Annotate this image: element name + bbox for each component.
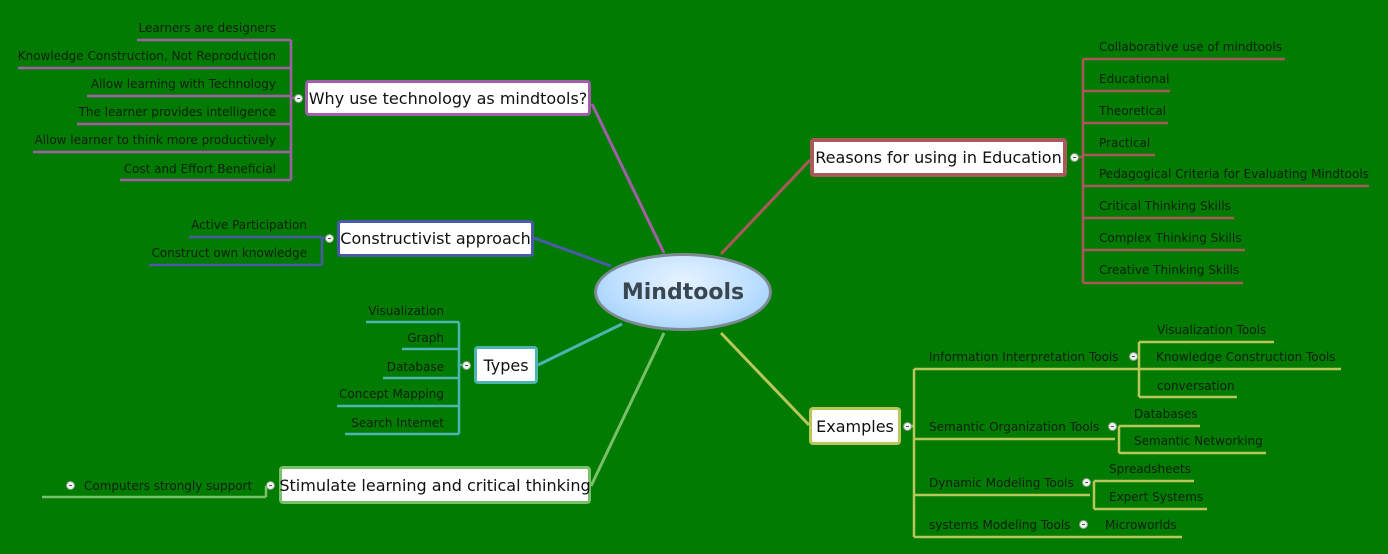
subtopic-construct-own-knowledge[interactable]: Construct own knowledge (151, 246, 307, 260)
collapse-toggle-icon[interactable] (266, 481, 275, 490)
subtopic-database[interactable]: Database (386, 360, 444, 374)
leaf-semantic-networking[interactable]: Semantic Networking (1134, 434, 1263, 448)
subtopic-information-interpretation-tools[interactable]: Information Interpretation Tools (929, 350, 1119, 364)
subtopic-allow-learning-with-technology[interactable]: Allow learning with Technology (90, 77, 276, 91)
leaf-databases[interactable]: Databases (1134, 407, 1198, 421)
leaf-spreadsheets[interactable]: Spreadsheets (1109, 462, 1191, 476)
collapse-toggle-icon[interactable] (1082, 478, 1091, 487)
leaf-conversation[interactable]: conversation (1157, 379, 1235, 393)
subtopic-graph[interactable]: Graph (407, 331, 444, 345)
subtopic-creative-thinking-skills[interactable]: Creative Thinking Skills (1099, 263, 1240, 277)
collapse-toggle-icon[interactable] (1108, 422, 1117, 431)
subtopic-learners-are-designers[interactable]: Learners are designers (138, 21, 276, 35)
subtopic-dynamic-modeling-tools[interactable]: Dynamic Modeling Tools (929, 476, 1074, 490)
subtopic-concept-mapping[interactable]: Concept Mapping (339, 387, 444, 401)
subtopic-pedagogical-criteria[interactable]: Pedagogical Criteria for Evaluating Mind… (1099, 167, 1369, 181)
subtopic-collaborative-use[interactable]: Collaborative use of mindtools (1099, 40, 1282, 54)
subtopic-educational[interactable]: Educational (1099, 72, 1170, 86)
connector-line (537, 322, 623, 367)
topic-stimulate-learning[interactable]: Stimulate learning and critical thinking (279, 466, 591, 504)
topic-why-use-technology[interactable]: Why use technology as mindtools? (305, 80, 591, 116)
topic-types[interactable]: Types (474, 346, 538, 384)
subtopic-knowledge-construction[interactable]: Knowledge Construction, Not Reproduction (17, 49, 276, 63)
collapse-toggle-icon[interactable] (903, 422, 912, 431)
connector-line (589, 332, 666, 487)
connector-line (590, 103, 666, 254)
subtopic-systems-modeling-tools[interactable]: systems Modeling Tools (929, 518, 1071, 532)
collapse-toggle-icon[interactable] (294, 94, 303, 103)
topic-reasons-for-using[interactable]: Reasons for using in Education (810, 138, 1067, 177)
subtopic-think-more-productively[interactable]: Allow learner to think more productively (34, 133, 276, 147)
subtopic-cost-and-effort[interactable]: Cost and Effort Beneficial (123, 162, 276, 176)
leaf-visualization-tools[interactable]: Visualization Tools (1157, 323, 1267, 337)
subtopic-practical[interactable]: Practical (1099, 136, 1151, 150)
subtopic-complex-thinking-skills[interactable]: Complex Thinking Skills (1099, 231, 1242, 245)
subtopic-visualization[interactable]: Visualization (368, 304, 444, 318)
leaf-expert-systems[interactable]: Expert Systems (1109, 490, 1204, 504)
collapse-toggle-icon[interactable] (325, 234, 334, 243)
topic-constructivist-approach[interactable]: Constructivist approach (337, 220, 534, 257)
connector-line (719, 331, 811, 427)
leaf-knowledge-construction-tools[interactable]: Knowledge Construction Tools (1156, 350, 1336, 364)
subtopic-critical-thinking-skills[interactable]: Critical Thinking Skills (1099, 199, 1231, 213)
subtopic-computers-strongly-support[interactable]: Computers strongly support (84, 479, 253, 493)
collapse-toggle-icon[interactable] (1070, 153, 1079, 162)
subtopic-theoretical[interactable]: Theoretical (1099, 104, 1167, 118)
connector-line (533, 236, 612, 268)
subtopic-learner-provides-intelligence[interactable]: The learner provides intelligence (78, 105, 276, 119)
collapse-toggle-icon[interactable] (462, 361, 471, 370)
leaf-microworlds[interactable]: Microworlds (1105, 518, 1177, 532)
topic-examples[interactable]: Examples (809, 407, 901, 445)
central-topic-mindtools[interactable]: Mindtools (594, 253, 772, 331)
subtopic-active-participation[interactable]: Active Participation (191, 218, 307, 232)
subtopic-search-internet[interactable]: Search Internet (351, 416, 444, 430)
subtopic-semantic-organization-tools[interactable]: Semantic Organization Tools (929, 420, 1100, 434)
collapse-toggle-icon[interactable] (1129, 352, 1138, 361)
connector-line (719, 158, 812, 256)
collapse-toggle-icon[interactable] (1079, 520, 1088, 529)
collapse-toggle-icon[interactable] (66, 481, 75, 490)
